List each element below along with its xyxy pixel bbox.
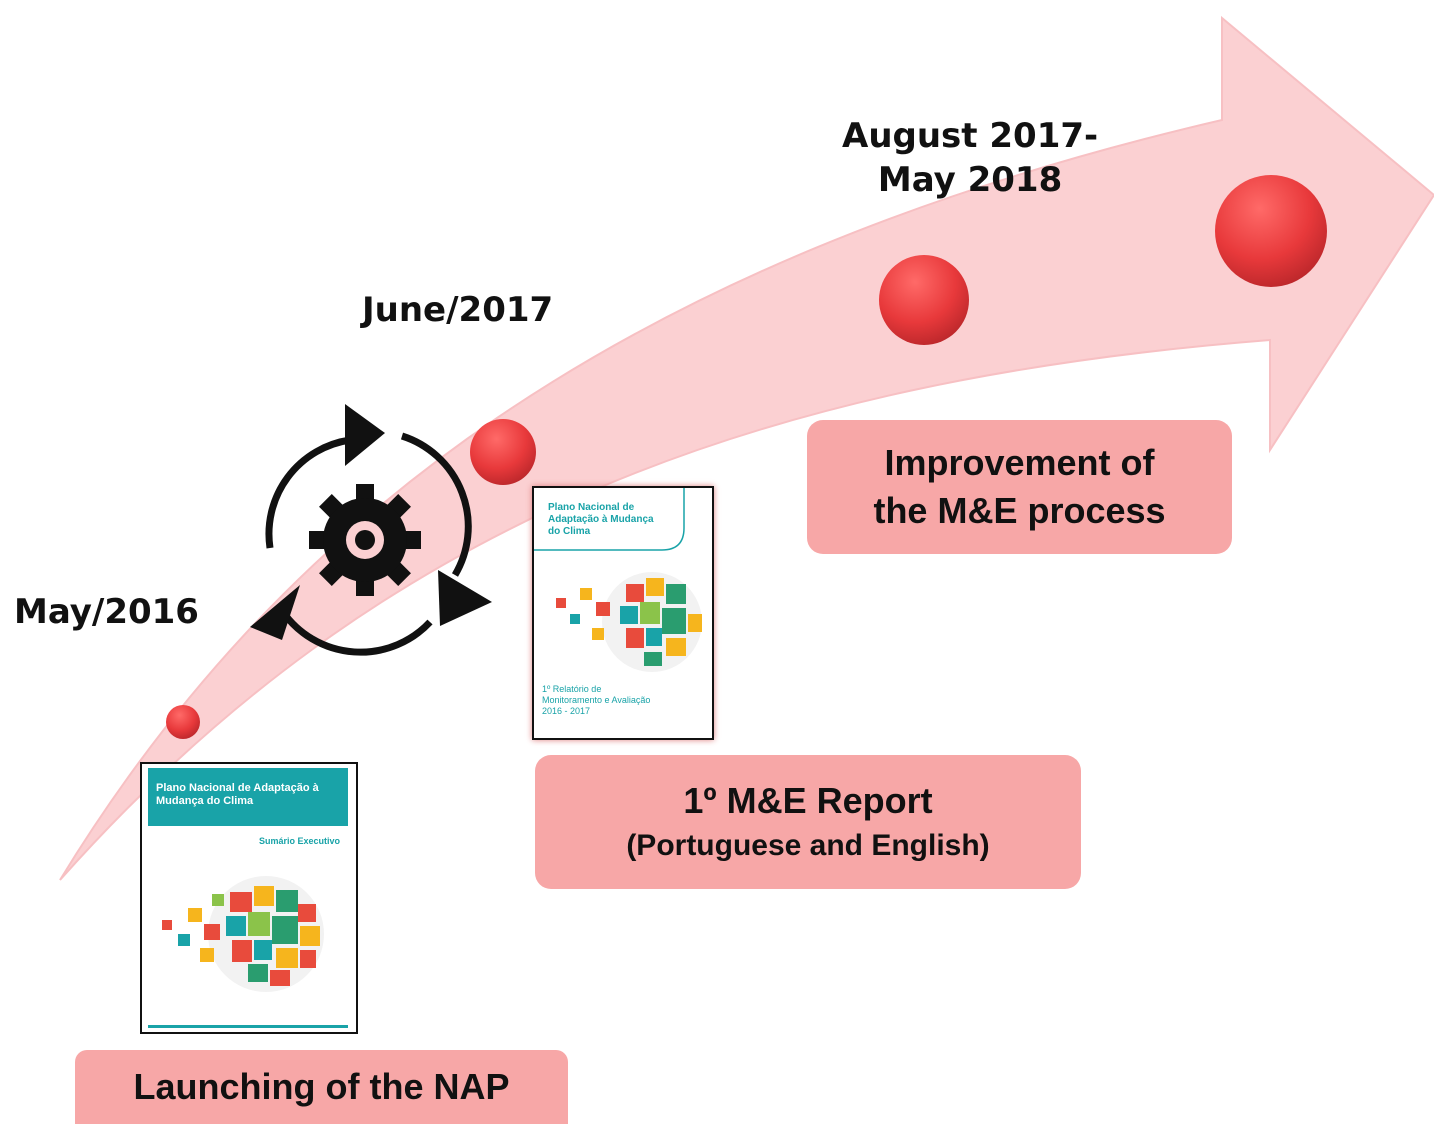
date-june-2017: June/2017: [362, 290, 554, 330]
improvement-box-line1: Improvement of: [884, 442, 1155, 483]
improvement-box: Improvement of the M&E process: [807, 420, 1232, 554]
date-aug-2017: August 2017- May 2018: [842, 114, 1098, 202]
cycle-arrows-icon: [265, 432, 472, 656]
launch-nap-box: Launching of the NAP: [75, 1050, 568, 1124]
report-box-line1: 1º M&E Report: [683, 780, 933, 821]
report-globe-graphic: [556, 572, 702, 672]
date-may-2016: May/2016: [14, 592, 199, 632]
globe-graphic: [162, 876, 324, 992]
nap-cover-title: Plano Nacional de Adaptação à Mudança do…: [156, 782, 319, 807]
milestone-dot-may-2016: [166, 705, 200, 739]
report-box-line2: (Portuguese and English): [626, 829, 990, 862]
date-aug-2017-line2: May 2018: [877, 160, 1063, 200]
launch-nap-label: Launching of the NAP: [133, 1066, 510, 1107]
gear-icon: [309, 484, 421, 596]
milestone-dot-future: [1215, 175, 1327, 287]
nap-cover-footer-line: [148, 1025, 348, 1028]
nap-cover-subtitle: Sumário Executivo: [258, 836, 340, 846]
milestone-dot-june-2017: [470, 419, 536, 485]
report-box: 1º M&E Report (Portuguese and English): [535, 755, 1081, 889]
report-cover-image: Plano Nacional de Adaptação à Mudança do…: [532, 486, 714, 740]
report-cover-body: 1º Relatório de Monitoramento e Avaliaçã…: [542, 684, 651, 716]
improvement-box-line2: the M&E process: [873, 490, 1166, 531]
date-aug-2017-line1: August 2017-: [842, 116, 1099, 156]
report-cover-title: Plano Nacional de Adaptação à Mudança do…: [548, 502, 654, 537]
report-cover-curve: [534, 488, 685, 551]
milestone-dot-aug-2017: [879, 255, 969, 345]
nap-cover-header: Plano Nacional de Adaptação à Mudança do…: [148, 768, 348, 826]
cycle-arrowheads: [250, 404, 492, 640]
nap-cover-image: Plano Nacional de Adaptação à Mudança do…: [140, 762, 358, 1034]
